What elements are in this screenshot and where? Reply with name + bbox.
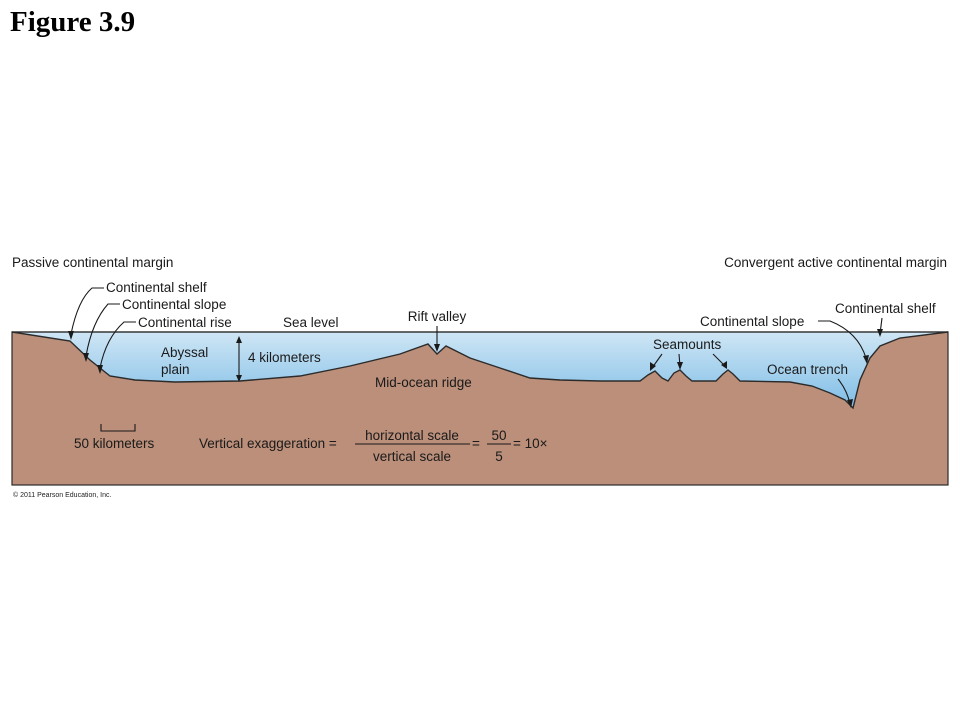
arrowhead-ocean-trench (847, 399, 853, 408)
label-continental-slope-right: Continental slope (700, 314, 804, 329)
label-seamounts: Seamounts (653, 337, 722, 352)
leader-continental-rise (99, 321, 136, 369)
label-abyssal-plain-line1: Abyssal (161, 345, 208, 360)
depth-scale-arrow-down (236, 375, 242, 382)
arrowhead-seamount-2 (677, 362, 683, 370)
label-continental-rise: Continental rise (138, 315, 232, 330)
seafloor-outline (11, 331, 949, 410)
label-exaggeration-result: = 10× (513, 436, 548, 451)
label-rift-valley: Rift valley (408, 309, 467, 324)
label-fraction-den-value: 5 (495, 449, 503, 464)
figure-title: Figure 3.9 (10, 6, 136, 38)
arrowhead-continental-shelf-left (68, 331, 74, 340)
label-depth-scale: 4 kilometers (248, 350, 321, 365)
label-continental-shelf-left: Continental shelf (106, 280, 207, 295)
label-mid-ocean-ridge: Mid-ocean ridge (375, 375, 472, 390)
label-convergent-margin: Convergent active continental margin (724, 255, 947, 270)
label-fraction-equals: = (472, 436, 480, 451)
arrowhead-seamount-3 (721, 361, 727, 369)
label-sea-level: Sea level (283, 315, 339, 330)
label-horizontal-scale: 50 kilometers (74, 436, 155, 451)
label-fraction-numerator: horizontal scale (365, 428, 459, 443)
label-abyssal-plain-line2: plain (161, 362, 190, 377)
crust-block (12, 332, 948, 485)
label-continental-shelf-right: Continental shelf (835, 301, 936, 316)
leader-continental-shelf-left (70, 287, 104, 335)
label-continental-slope-left: Continental slope (122, 297, 226, 312)
label-fraction-num-value: 50 (491, 428, 506, 443)
label-vertical-exaggeration: Vertical exaggeration = (199, 436, 337, 451)
leader-continental-slope-right (818, 320, 867, 359)
arrowhead-rift-valley (434, 344, 440, 352)
arrowhead-continental-slope-left (83, 353, 89, 362)
arrowhead-continental-slope-right (863, 355, 869, 364)
horizontal-scale-bar (100, 424, 136, 432)
label-ocean-trench: Ocean trench (767, 362, 848, 377)
label-copyright: © 2011 Pearson Education, Inc. (13, 491, 111, 499)
arrowhead-continental-rise (97, 365, 103, 374)
leader-continental-slope-left (85, 303, 120, 357)
ocean-water (12, 332, 948, 408)
label-fraction-denominator: vertical scale (373, 449, 451, 464)
arrowhead-seamount-1 (650, 362, 656, 371)
depth-scale-arrow-up (236, 336, 242, 343)
arrowhead-continental-shelf-right (877, 329, 883, 337)
label-passive-margin: Passive continental margin (12, 255, 173, 270)
diagram-frame (11, 331, 949, 486)
